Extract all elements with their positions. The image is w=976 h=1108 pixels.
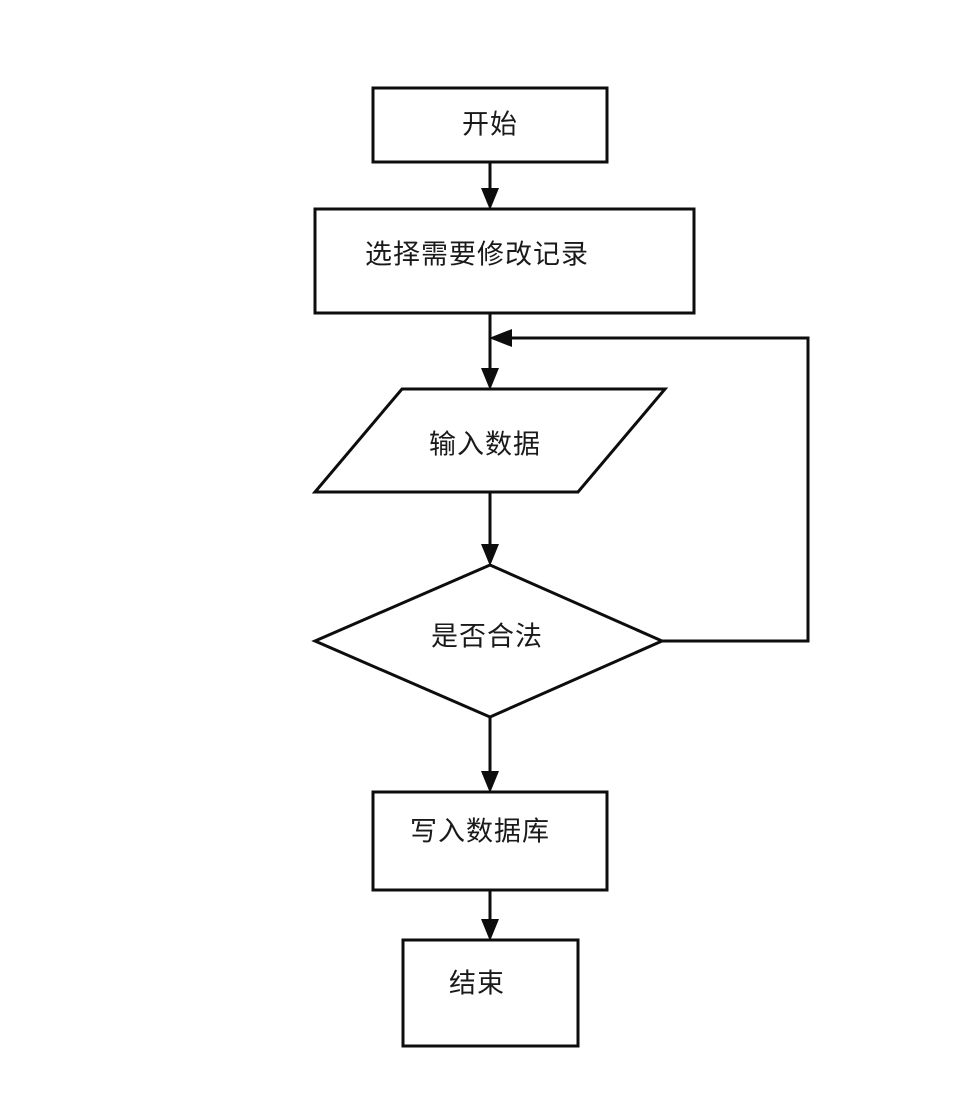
- arrow-head-icon: [489, 329, 512, 347]
- arrow-head-icon: [481, 368, 499, 390]
- is-valid-label: 是否合法: [431, 622, 543, 653]
- arrow-head-icon: [481, 188, 499, 210]
- input-data-label: 输入数据: [429, 430, 541, 461]
- node-is-valid[interactable]: 是否合法: [311, 563, 666, 719]
- edge-write-db-to-end: [481, 890, 499, 941]
- write-db-box-shape[interactable]: [371, 790, 609, 892]
- end-box-shape[interactable]: [401, 938, 580, 1048]
- edge-start-to-select-record: [481, 162, 499, 210]
- edge-is-valid-to-write-db: [481, 717, 499, 793]
- arrow-head-icon: [481, 544, 499, 566]
- start-box-shape[interactable]: [371, 86, 609, 164]
- node-input-data[interactable]: 输入数据: [311, 387, 669, 494]
- connector-line: [505, 336, 810, 643]
- select-record-label: 选择需要修改记录: [365, 240, 589, 271]
- select-record-box-shape[interactable]: [313, 207, 696, 315]
- edge-select-record-to-input-data: [481, 313, 499, 390]
- edge-is-valid-feedback-loop: [489, 329, 810, 643]
- node-start[interactable]: 开始: [371, 86, 609, 164]
- input-data-parallelogram-shape[interactable]: [311, 387, 669, 494]
- arrow-head-icon: [481, 919, 499, 941]
- edge-input-data-to-is-valid: [481, 492, 499, 566]
- write-db-label: 写入数据库: [410, 817, 550, 848]
- node-write-db[interactable]: 写入数据库: [371, 790, 609, 892]
- is-valid-diamond-shape[interactable]: [311, 563, 666, 719]
- node-end[interactable]: 结束: [401, 938, 580, 1048]
- node-select-record[interactable]: 选择需要修改记录: [313, 207, 696, 315]
- end-label: 结束: [449, 969, 505, 1000]
- arrow-head-icon: [481, 771, 499, 793]
- start-label: 开始: [462, 110, 518, 141]
